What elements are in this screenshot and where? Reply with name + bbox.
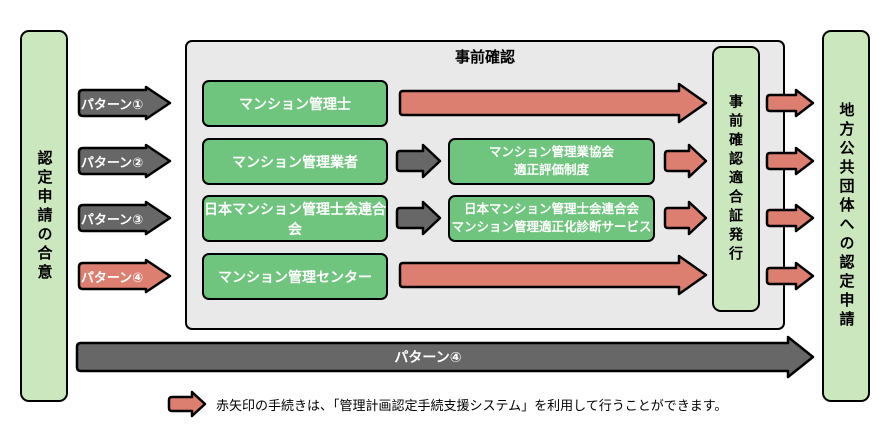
apply-arrow-1-icon xyxy=(765,88,815,118)
legend-text: 赤矢印の手続きは、「管理計画認定手続支援システム」を利用して行うことができます。 xyxy=(216,398,728,413)
row-1-system-arrow-icon xyxy=(398,82,708,124)
pattern-1-arrow-icon xyxy=(77,85,172,121)
via-box-diagnosis-service: 日本マンション管理士会連合会 マンション管理適正化診断サービス xyxy=(448,195,655,242)
apply-arrow-4-icon xyxy=(765,261,815,291)
row-4-system-arrow-icon xyxy=(398,254,708,296)
legend-red-arrow-icon xyxy=(167,390,207,418)
entity-box-management-company: マンション管理業者 xyxy=(202,138,388,185)
via-label-line1: マンション管理業協会 xyxy=(488,145,614,159)
pattern-2-arrow-icon xyxy=(77,143,172,179)
via-box-association-evaluation: マンション管理業協会 適正評価制度 xyxy=(448,138,655,185)
via-label-line1: 日本マンション管理士会連合会 xyxy=(463,202,639,216)
entity-label: マンション管理センター xyxy=(218,268,372,285)
entity-box-manager: マンション管理士 xyxy=(202,80,388,127)
via-label-line2: マンション管理適正化診断サービス xyxy=(451,219,652,234)
pre-check-title: 事前確認 xyxy=(454,49,515,66)
agreement-box: 認定申請の合意 xyxy=(20,30,68,402)
entity-box-federation: 日本マンション管理士会連合会 xyxy=(202,195,388,242)
entity-label: 日本マンション管理士会連合会 xyxy=(204,200,386,237)
agreement-box-label: 認定申請の合意 xyxy=(35,149,53,283)
application-box: 地方公共団体への認定申請 xyxy=(822,30,870,402)
application-box-label: 地方公共団体への認定申請 xyxy=(837,102,855,330)
row-2-connector-arrow-icon xyxy=(395,143,442,179)
entity-label: マンション管理士 xyxy=(239,95,351,112)
apply-arrow-2-icon xyxy=(765,146,815,176)
row-2-cert-arrow-icon xyxy=(663,143,708,179)
pattern-3-arrow-icon xyxy=(77,200,172,236)
row-3-cert-arrow-icon xyxy=(663,200,708,236)
entity-box-management-center: マンション管理センター xyxy=(202,253,388,300)
row-3-connector-arrow-icon xyxy=(395,200,442,236)
bottom-pattern-arrow-icon xyxy=(75,335,815,379)
pattern-4-arrow-icon xyxy=(77,258,172,294)
apply-arrow-3-icon xyxy=(765,203,815,233)
entity-label: マンション管理業者 xyxy=(232,153,358,170)
cert-issue-box: 事前確認適合証発行 xyxy=(712,46,760,312)
via-label-line2: 適正評価制度 xyxy=(513,162,589,177)
cert-issue-label: 事前確認適合証発行 xyxy=(728,93,744,265)
